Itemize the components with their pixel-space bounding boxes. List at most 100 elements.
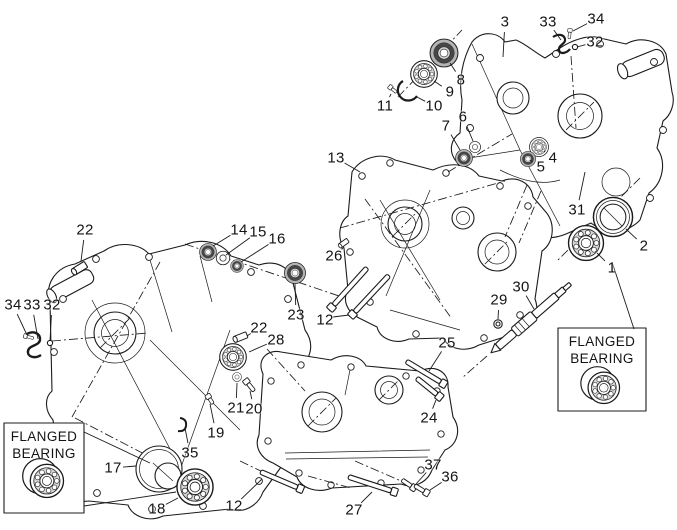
- leader-line: [543, 150, 546, 153]
- box-leader-line: [83, 431, 151, 464]
- callout-25: 25: [438, 334, 456, 352]
- leader-line: [429, 482, 442, 491]
- callout-6: 6: [458, 108, 468, 126]
- callout-5: 5: [536, 158, 546, 176]
- callout-16: 16: [268, 230, 286, 248]
- screw-34-top: [567, 28, 573, 40]
- flanged-bearing-label-left: FLANGED BEARING: [4, 429, 84, 462]
- callout-29: 29: [490, 291, 508, 309]
- flanged-bearing-box-right: [557, 261, 647, 412]
- leader-line: [360, 491, 373, 504]
- leader-line: [572, 23, 588, 32]
- callout-28: 28: [267, 331, 285, 349]
- callout-9: 9: [445, 83, 455, 101]
- callout-23: 23: [287, 306, 305, 324]
- bolt-25: [405, 359, 449, 389]
- leader-line: [248, 343, 268, 353]
- crankcase-half-bottom: [256, 350, 459, 491]
- leader-line: [416, 96, 426, 102]
- leader-line: [553, 29, 562, 41]
- axis-lines: [51, 29, 641, 489]
- leader-line: [165, 497, 179, 505]
- leader-line: [246, 333, 251, 337]
- leader-line: [240, 244, 269, 263]
- callout-4: 4: [548, 149, 558, 167]
- retainer-clip-33-top: [552, 33, 571, 55]
- callout-19: 19: [207, 424, 225, 442]
- flanged-bearing-label-line2: BEARING: [12, 445, 76, 461]
- leader-line: [432, 399, 437, 409]
- crankcase-half-middle: [339, 155, 553, 350]
- callout-3: 3: [500, 13, 510, 31]
- clip-35: [177, 417, 188, 433]
- dowel-26: [337, 238, 350, 249]
- bolt-24: [415, 376, 445, 402]
- callout-32: 32: [43, 296, 61, 314]
- bolt-36: [413, 483, 431, 498]
- bolt-27: [347, 474, 399, 497]
- callout-31: 31: [568, 201, 586, 219]
- leader-line: [525, 295, 535, 310]
- dowel-22-lower: [232, 331, 249, 343]
- callout-32: 32: [586, 33, 604, 51]
- leader-line: [209, 403, 215, 424]
- leader-line: [249, 390, 253, 400]
- leader-line: [449, 62, 456, 72]
- callout-12: 12: [225, 497, 243, 515]
- callout-21: 21: [227, 399, 245, 417]
- gear-shaft-30: [490, 282, 572, 354]
- flanged-bearing-label-line1: FLANGED: [10, 429, 78, 444]
- leader-line: [578, 171, 586, 201]
- bolt-12-bottom: [259, 469, 306, 494]
- circlip-10: [396, 80, 418, 102]
- callout-34: 34: [4, 296, 22, 314]
- leader-line: [16, 313, 28, 336]
- callout-33: 33: [23, 296, 41, 314]
- bolt-12-b: [347, 274, 391, 320]
- callout-18: 18: [148, 500, 166, 518]
- pin-19: [204, 392, 215, 405]
- callout-13: 13: [327, 149, 345, 167]
- screw-11: [387, 84, 398, 94]
- leader-line: [625, 228, 638, 240]
- flanged-bearing-label-line1: FLANGED: [568, 334, 636, 349]
- flanged-bearing-box-left: [3, 422, 177, 514]
- callout-33: 33: [539, 13, 557, 31]
- leader-line: [344, 162, 361, 173]
- callout-17: 17: [104, 459, 122, 477]
- leader-line: [576, 44, 586, 48]
- callout-27: 27: [345, 501, 363, 519]
- leader-line: [294, 283, 297, 306]
- callout-1: 1: [607, 259, 617, 277]
- leader-line: [341, 247, 344, 250]
- flanged-bearing-label-right: FLANGED BEARING: [558, 334, 646, 367]
- callout-34: 34: [587, 10, 605, 28]
- callout-7: 7: [441, 117, 451, 135]
- leader-line: [428, 351, 442, 372]
- leader-line: [235, 382, 238, 399]
- leader-line: [122, 465, 137, 468]
- callout-15: 15: [249, 223, 267, 241]
- retainer-clip-33-left: [26, 331, 42, 359]
- box-leader-line: [611, 261, 635, 330]
- callout-37: 37: [424, 456, 442, 474]
- box-leader-line: [83, 491, 177, 507]
- callout-36: 36: [441, 468, 459, 486]
- leader-line: [502, 31, 505, 58]
- leader-line: [49, 314, 52, 342]
- leader-line: [415, 472, 427, 485]
- dowel-22-top: [70, 261, 88, 276]
- callout-11: 11: [376, 97, 394, 115]
- callout-14: 14: [230, 221, 248, 239]
- leader-line: [596, 252, 606, 262]
- leader-line: [212, 234, 231, 247]
- leader-line: [225, 237, 251, 256]
- callout-22: 22: [250, 319, 268, 337]
- callout-35: 35: [181, 444, 199, 462]
- leader-line: [497, 309, 499, 320]
- callout-24: 24: [420, 409, 438, 427]
- flanged-bearing-label-line2: BEARING: [570, 350, 634, 366]
